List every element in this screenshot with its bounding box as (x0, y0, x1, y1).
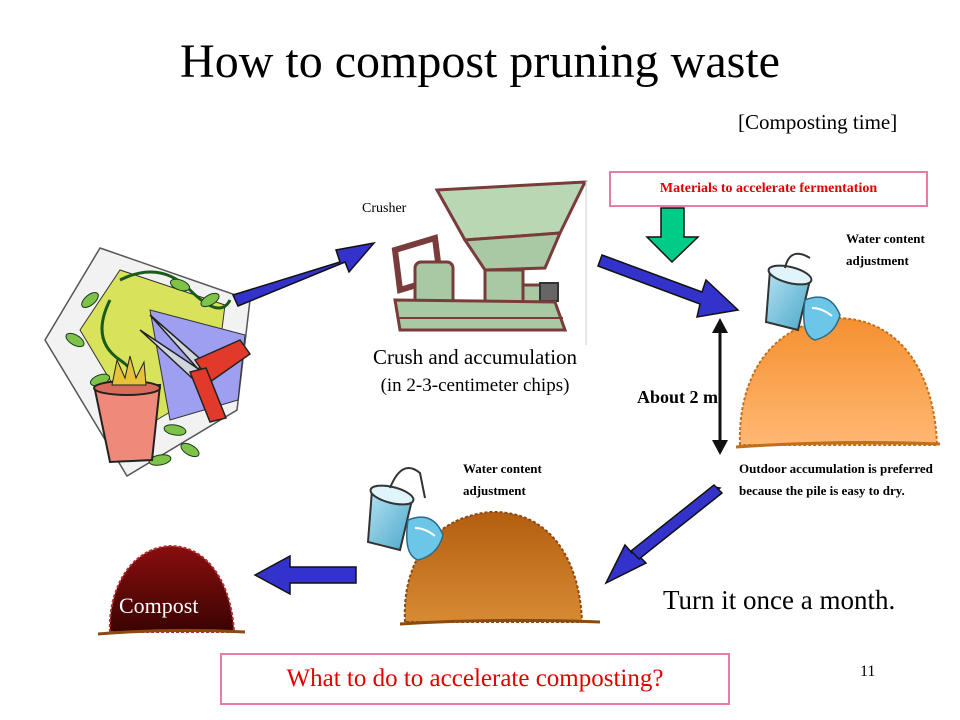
pile-height-label: About 2 m (637, 387, 719, 407)
down-arrow (645, 207, 700, 264)
watering-bucket-bottom (366, 467, 444, 561)
flow-arrow-1 (231, 241, 376, 307)
water-adjustment-top-label: Water content adjustment (846, 231, 925, 268)
question-text: What to do to accelerate composting? (286, 665, 664, 692)
page-number: 11 (860, 663, 876, 680)
flow-arrow-3 (604, 483, 724, 585)
slide-title: How to compost pruning waste (180, 35, 780, 88)
crusher-label: Crusher (362, 201, 407, 216)
flow-arrow-4 (253, 554, 357, 596)
water-adjustment-bottom-label: Water content adjustment (463, 461, 542, 498)
flow-arrow-2 (597, 254, 740, 318)
turn-monthly-note: Turn it once a month. (663, 585, 896, 615)
compost-pile-medium (399, 510, 601, 626)
fermentation-materials-text: Materials to accelerate fermentation (659, 181, 878, 196)
composting-time-label: [Composting time] (738, 110, 898, 134)
chip-size-note: (in 2-3-centimeter chips) (380, 375, 570, 396)
crusher-machine (391, 180, 588, 332)
question-box: What to do to accelerate composting? (220, 653, 730, 705)
watering-bucket-top (764, 252, 841, 341)
pruning-plant-clipart (44, 247, 252, 478)
compost-pile-final (97, 544, 246, 636)
compost-pile-large (735, 316, 941, 449)
double-arrow (712, 318, 728, 455)
crush-accumulation-title: Crush and accumulation (372, 345, 578, 369)
outdoor-accumulation-note: Outdoor accumulation is preferred becaus… (739, 461, 933, 498)
fermentation-materials-box: Materials to accelerate fermentation (609, 171, 928, 207)
compost-label: Compost (119, 593, 199, 618)
